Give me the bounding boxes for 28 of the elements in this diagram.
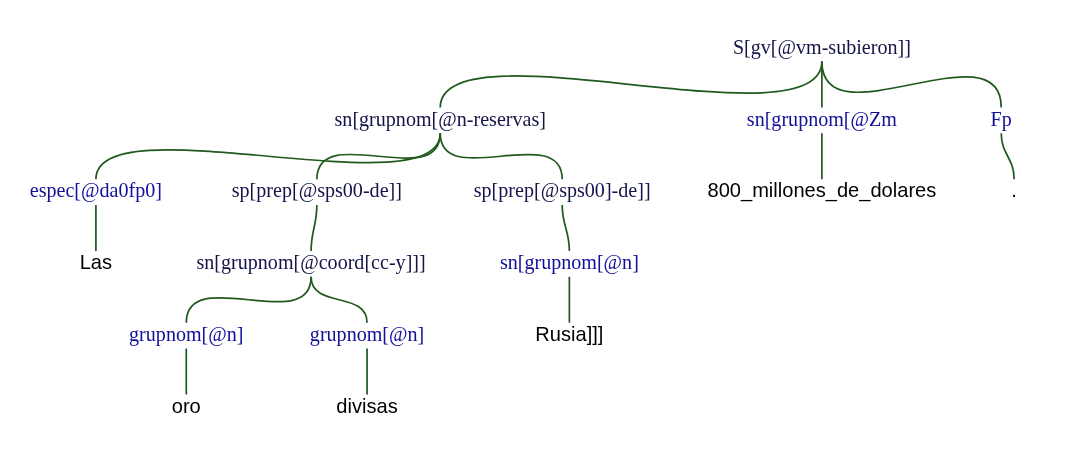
node-text: Fp [990,107,1012,130]
node-text: Las [79,250,113,273]
node-text: sn[grupnom[@Zm [746,107,897,130]
connector [185,347,188,395]
connector [561,203,571,252]
connector [95,203,97,252]
node-text: sp[prep[@sps00]-de]] [473,178,651,201]
connector [439,131,564,180]
connector [366,347,368,395]
connector [821,60,1003,108]
node-text: grupnom[@n] [129,322,244,345]
node-text: sn[grupnom[@coord[cc-y]]] [196,250,426,273]
node-text: oro [171,394,201,417]
node-text: sp[prep[@sps00-de]] [231,178,402,201]
connector [568,275,571,324]
node-text: sn[grupnom[@n] [499,250,639,273]
node-text: 800_millones_de_dolares [707,178,937,201]
node-text: sn[grupnom[@n-reservas] [334,107,546,130]
connector [310,203,318,252]
node-text: espec[@da0fp0] [29,178,162,201]
connector [310,275,368,324]
node-text: grupnom[@n] [309,322,425,345]
node-text: S[gv[@vm-subieron]] [732,35,911,58]
node-text: divisas [336,394,398,417]
node-text: . [1011,178,1017,201]
node-text: Rusia]]] [535,322,604,345]
connector [1000,131,1015,180]
connector [821,131,823,180]
